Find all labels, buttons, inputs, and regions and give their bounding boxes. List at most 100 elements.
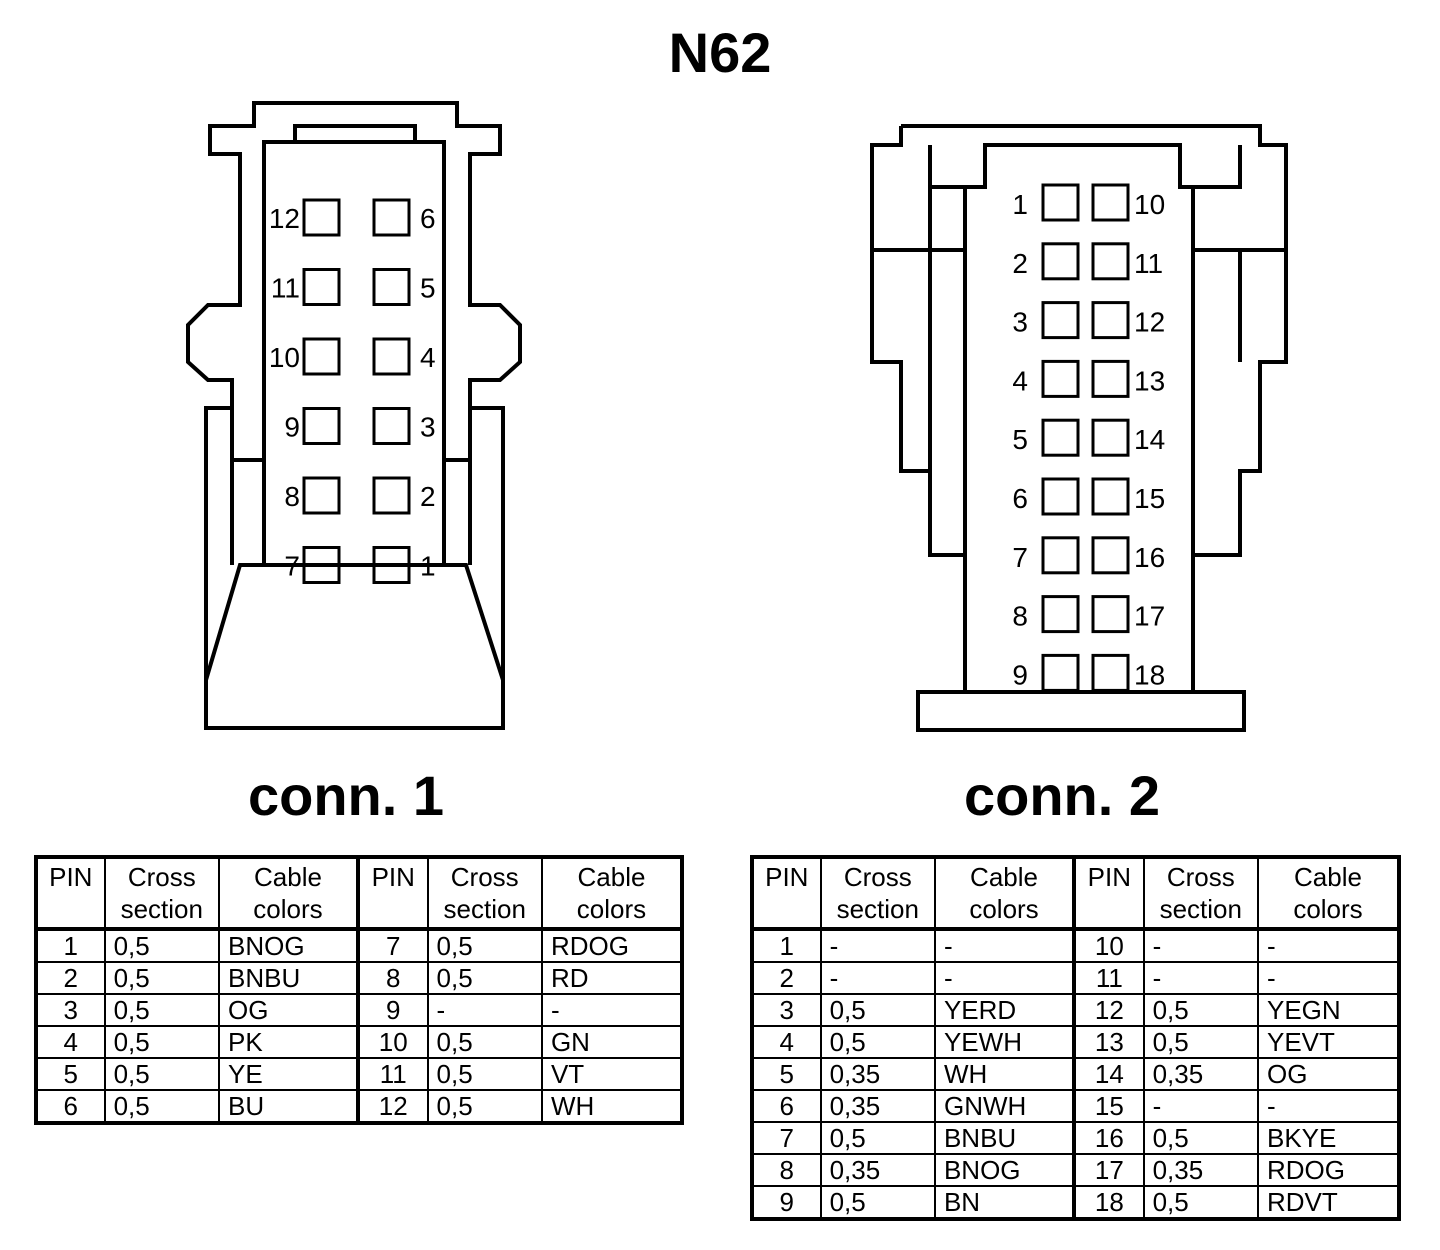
cable-color-cell: RDOG — [1257, 1153, 1400, 1187]
cable-color-cell: - — [1257, 961, 1400, 995]
pin-socket — [302, 476, 341, 515]
cross-section-cell: 0,35 — [819, 1057, 936, 1091]
cable-color-cell: YE — [217, 1057, 359, 1091]
cable-color-cell: RDOG — [540, 928, 684, 963]
pin-number-label: 11 — [271, 273, 300, 304]
cross-section-cell: 0,5 — [426, 928, 543, 963]
pin-number-label: 2 — [1012, 248, 1028, 279]
pin-cell: 16 — [1072, 1121, 1145, 1155]
conn2-housing — [870, 124, 1288, 732]
cable-color-cell: - — [1257, 1089, 1400, 1123]
pin-socket — [1091, 536, 1130, 575]
cross-section-cell: 0,5 — [103, 993, 220, 1027]
table-row: 2--11-- — [751, 961, 1400, 995]
pin-header: PIN — [1072, 856, 1145, 931]
pin-cell: 5 — [35, 1057, 106, 1091]
cable-color-cell: YEWH — [933, 1025, 1076, 1059]
pin-number-label: 1 — [420, 551, 436, 582]
cross-section-cell: 0,5 — [819, 1185, 936, 1220]
cable-color-cell: WH — [933, 1057, 1076, 1091]
pin-number-label: 5 — [1012, 424, 1028, 455]
pin-number-label: 3 — [1012, 307, 1028, 338]
conn1-label: conn. 1 — [247, 764, 445, 827]
pin-number-label: 4 — [420, 342, 436, 373]
pin-cell: 2 — [751, 961, 822, 995]
cross-section-cell: 0,5 — [103, 961, 220, 995]
pin-cell: 15 — [1072, 1089, 1145, 1123]
pin-number-label: 4 — [1012, 365, 1028, 396]
pin-number-label: 3 — [420, 412, 436, 443]
pin-socket — [1091, 595, 1130, 634]
pin-number-label: 10 — [269, 342, 300, 373]
cable-color-cell: YERD — [933, 993, 1076, 1027]
pin-cell: 1 — [751, 928, 822, 963]
pin-cell: 6 — [35, 1089, 106, 1124]
pin-header: PIN — [35, 856, 106, 931]
cross-section-cell: 0,5 — [819, 1025, 936, 1059]
cable-color-cell: BNBU — [933, 1121, 1076, 1155]
pin-number-label: 8 — [1012, 601, 1028, 632]
cross-section-cell: - — [426, 993, 543, 1027]
pin-number-label: 11 — [1134, 248, 1163, 279]
pin-socket — [1041, 536, 1080, 575]
pin-cell: 4 — [35, 1025, 106, 1059]
cable-color-cell: YEGN — [1257, 993, 1400, 1027]
cable-color-cell: YEVT — [1257, 1025, 1400, 1059]
cable-color-cell: BNBU — [217, 961, 359, 995]
pin-number-label: 9 — [284, 412, 300, 443]
pin-cell: 10 — [355, 1025, 429, 1059]
pin-cell: 6 — [751, 1089, 822, 1123]
diagram-title: N62 — [668, 21, 772, 84]
cable-color-cell: BNOG — [933, 1153, 1076, 1187]
cable-color-cell: OG — [1257, 1057, 1400, 1091]
cross-section-cell: 0,5 — [819, 993, 936, 1027]
pin-number-label: 18 — [1134, 659, 1165, 690]
pin-socket — [1091, 359, 1130, 398]
cable-color-cell: - — [540, 993, 684, 1027]
pin-socket — [1091, 242, 1130, 281]
pin-socket — [302, 546, 341, 584]
pin-cell: 8 — [355, 961, 429, 995]
pin-header: PIN — [751, 856, 822, 931]
pin-number-label: 17 — [1134, 601, 1165, 632]
cross-section-cell: - — [1142, 1089, 1260, 1123]
cross-section-cell: 0,5 — [103, 1089, 220, 1124]
cross-section-cell: - — [819, 961, 936, 995]
cross-section-cell: 0,5 — [1142, 1121, 1260, 1155]
cable-color-cell: VT — [540, 1057, 684, 1091]
pin-cell: 1 — [35, 928, 106, 963]
pin-number-label: 7 — [1012, 542, 1028, 573]
pin-number-label: 9 — [1012, 659, 1028, 690]
cross-section-cell: 0,35 — [819, 1089, 936, 1123]
pin-cell: 14 — [1072, 1057, 1145, 1091]
cross-section-cell: - — [1142, 928, 1260, 963]
cable-color-cell: PK — [217, 1025, 359, 1059]
pin-header: PIN — [355, 856, 429, 931]
pin-socket — [1091, 477, 1130, 516]
pin-number-label: 12 — [269, 203, 300, 234]
pin-number-label: 6 — [420, 203, 436, 234]
pin-socket — [372, 476, 411, 515]
pin-number-label: 13 — [1134, 365, 1165, 396]
pin-number-label: 2 — [420, 481, 436, 512]
cable-color-cell: RDVT — [1257, 1185, 1400, 1220]
pin-socket — [1041, 301, 1080, 340]
pin-cell: 10 — [1072, 928, 1145, 963]
pin-socket — [302, 337, 341, 376]
pin-cell: 2 — [35, 961, 106, 995]
